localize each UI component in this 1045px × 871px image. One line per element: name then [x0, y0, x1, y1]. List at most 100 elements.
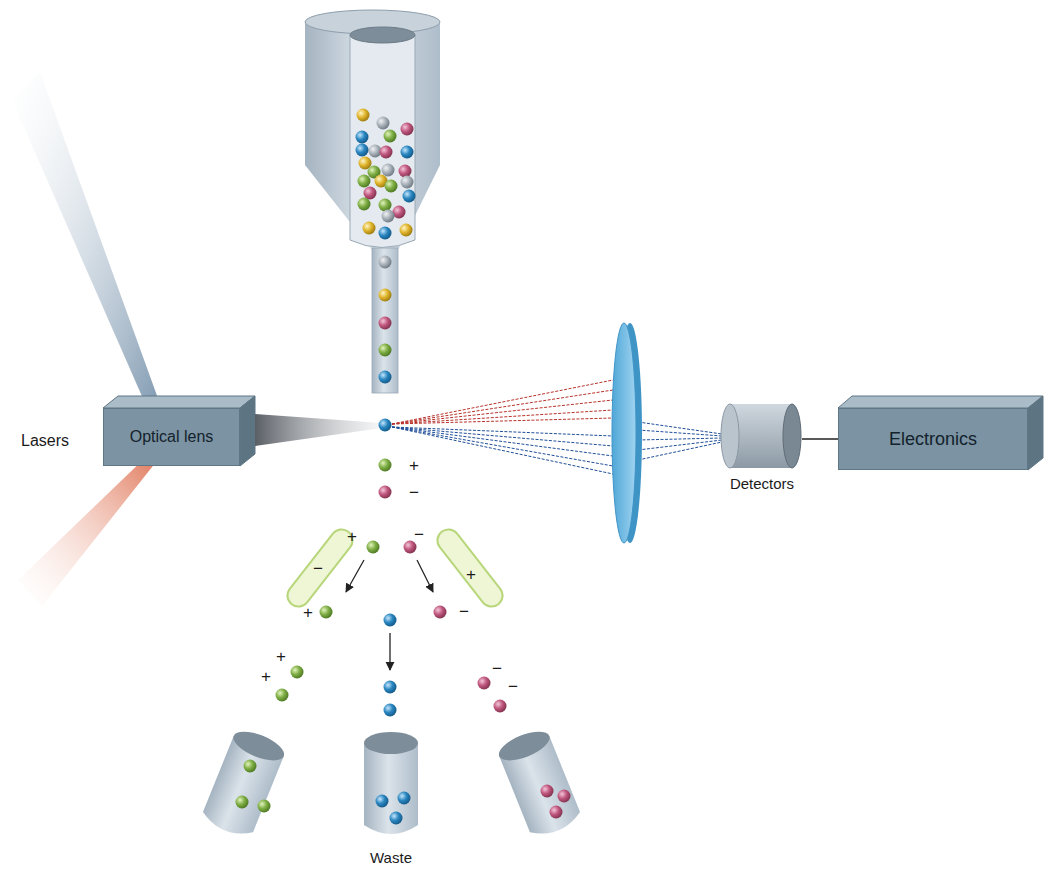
collected-cells-part [236, 796, 249, 809]
charge-sign: + [409, 457, 419, 474]
sorted-cells-part [276, 689, 289, 702]
emitted-light-part [392, 400, 613, 424]
cells-part [400, 224, 413, 237]
cells-part [379, 256, 392, 269]
cells [356, 109, 416, 432]
lens-box-sides [103, 396, 255, 466]
laser-label: Lasers [21, 433, 69, 449]
sample-hopper-part [350, 27, 415, 43]
detector-cylinder-part [721, 404, 739, 468]
node-label: Electronics [889, 429, 977, 450]
emitted-light-part [392, 427, 613, 456]
charge-sign: − [409, 484, 419, 501]
cells-part [369, 145, 382, 158]
sorted-cells-part [384, 704, 397, 717]
waste-tube-part [364, 732, 418, 754]
charge-sign: − [508, 678, 518, 695]
cells-part [399, 165, 412, 178]
emitted-light-part [392, 427, 613, 466]
sorted-cells-part [379, 486, 392, 499]
charge-sign: + [261, 668, 271, 685]
sorted-cells-part [291, 666, 304, 679]
cells-part [358, 198, 371, 211]
cells-part [377, 117, 390, 130]
cells-part [357, 109, 370, 122]
cells-part [379, 419, 392, 432]
light-cone [255, 414, 382, 446]
deflection-arrows-part [417, 560, 433, 592]
cells-part [384, 130, 397, 143]
sorted-cells [276, 459, 507, 717]
emitted-light-part [392, 427, 613, 474]
collected-cells-part [244, 760, 257, 773]
cells-part [401, 146, 414, 159]
electronics-box-sides-part [1028, 396, 1043, 470]
charge-sign: − [414, 526, 424, 543]
node-label: Optical lens [130, 428, 214, 446]
cells-part [356, 144, 369, 157]
sorted-cells-part [434, 606, 447, 619]
sorted-cells-part [384, 681, 397, 694]
node-caption: Detectors [730, 475, 794, 492]
charge-sign: + [347, 528, 357, 545]
deflection-plates [283, 525, 507, 611]
laser-beams [12, 72, 160, 606]
emitted-light-part [392, 418, 613, 424]
cells-part [379, 289, 392, 302]
collected-cells-part [398, 792, 411, 805]
detector-cylinder-part [783, 404, 801, 468]
cells-part [358, 175, 371, 188]
sorted-cells-part [367, 541, 380, 554]
laser-beams-part [18, 455, 156, 606]
waste-tube-part [364, 743, 418, 834]
detector-unit: Detectors [722, 401, 802, 471]
plate-polarity: − [313, 560, 323, 577]
emitted-light [392, 380, 722, 474]
cells-part [379, 317, 392, 330]
deflection-arrows-part [389, 633, 390, 670]
collection-lens [612, 323, 642, 543]
signal-wire [802, 438, 838, 440]
electronics-box: Electronics [838, 408, 1028, 470]
emitted-light-part [392, 427, 613, 446]
laser-beams-part [12, 72, 160, 410]
collected-cells-part [390, 812, 403, 825]
collection-tube-part [495, 726, 553, 767]
waste-label: Waste [370, 850, 412, 865]
sample-hopper-part [372, 248, 398, 393]
collected-cells-part [376, 795, 389, 808]
cells-part [401, 176, 414, 189]
charge-sign: + [276, 648, 286, 665]
deflection-plates-part [433, 525, 507, 611]
charge-sign: + [303, 604, 313, 621]
collection-lens-part [612, 323, 636, 543]
sample-hopper-part [350, 35, 415, 248]
collected-cells [236, 760, 571, 825]
sample-hopper [305, 10, 440, 393]
cells-part [380, 146, 393, 159]
collection-tube [495, 726, 583, 841]
plate-polarity: + [466, 566, 476, 583]
emitted-light-part [638, 438, 722, 440]
optical-lens-box: Optical lens [103, 408, 240, 466]
emitted-light-part [392, 410, 613, 424]
collected-cells-part [258, 800, 271, 813]
emitted-light-part [638, 442, 722, 460]
cells-part [382, 164, 395, 177]
detector-cylinder [721, 404, 801, 468]
collection-tube [200, 726, 288, 841]
cells-part [356, 131, 369, 144]
collected-cells-part [550, 806, 563, 819]
waste-tube [364, 732, 418, 834]
collected-cells-part [558, 790, 571, 803]
deflection-arrows-part [346, 560, 364, 592]
deflection-arrows [346, 560, 433, 670]
collected-cells-part [541, 785, 554, 798]
emitted-light-part [638, 430, 722, 436]
emitted-light-part [392, 380, 613, 424]
emitted-light-part [638, 422, 722, 434]
cells-part [379, 227, 392, 240]
sorted-cells-part [478, 677, 491, 690]
electronics-box-sides-part [838, 396, 1043, 408]
